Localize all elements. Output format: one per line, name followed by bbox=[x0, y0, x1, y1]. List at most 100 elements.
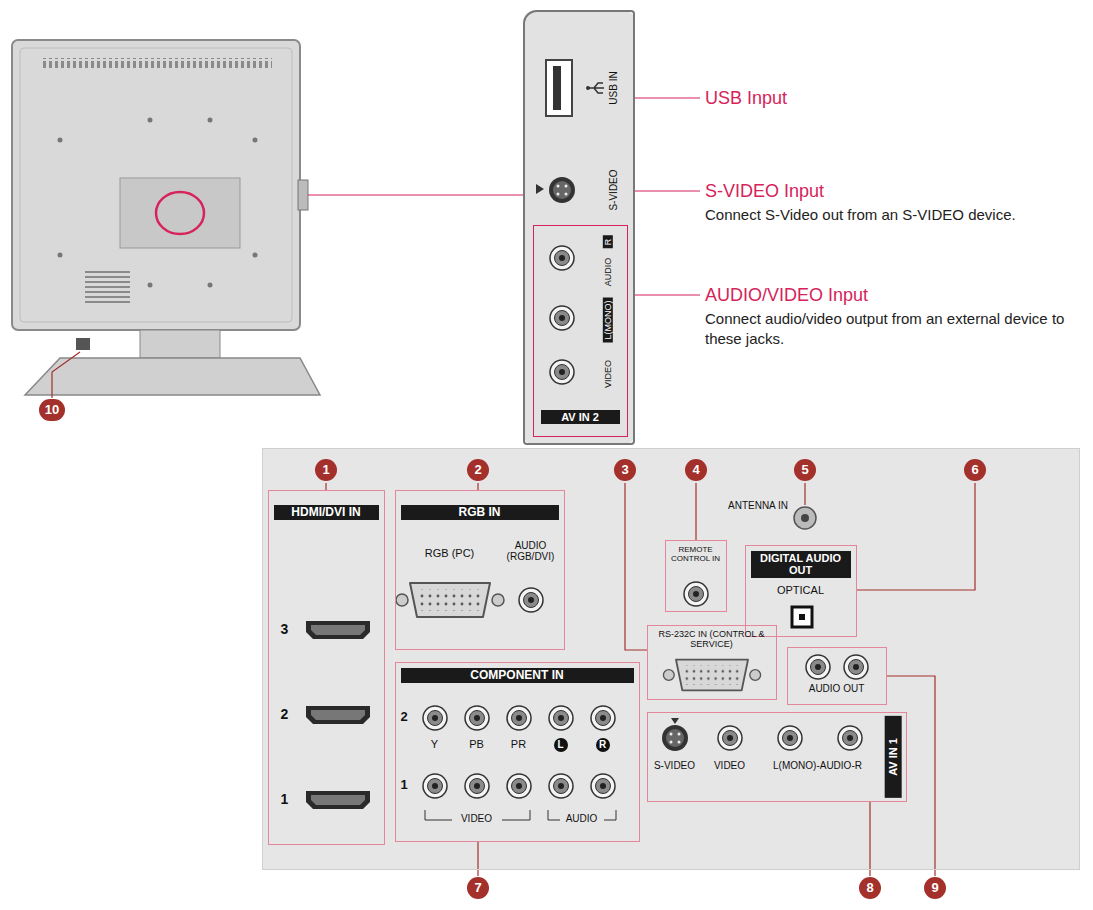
callout-leader bbox=[325, 483, 326, 490]
tv-back bbox=[140, 330, 220, 358]
leader-line bbox=[628, 294, 700, 295]
section-header: AV IN 2 bbox=[541, 410, 620, 425]
tv-back bbox=[76, 338, 90, 350]
tv-back bbox=[20, 48, 292, 322]
av-input-group: S-VIDEOVIDEOL(MONO)-AUDIO-RAV IN 1 bbox=[647, 712, 907, 802]
port-label: S-VIDEO bbox=[608, 169, 620, 210]
rear-panel bbox=[591, 774, 615, 798]
rear-panel bbox=[671, 718, 679, 724]
rear-panel bbox=[801, 514, 809, 522]
side-panel bbox=[549, 177, 575, 203]
side-panel: USB INS-VIDEORAUDIOL(MONO)VIDEOAV IN 2 bbox=[523, 10, 635, 445]
rear-panel bbox=[591, 706, 615, 730]
leader-line bbox=[308, 194, 523, 195]
rear-panel bbox=[806, 655, 830, 679]
port-label: RGB (PC) bbox=[405, 547, 495, 560]
section-header: RGB IN bbox=[401, 505, 559, 521]
jack-label: R bbox=[602, 235, 612, 248]
rs232-group: RS-232C IN (CONTROL & SERVICE) bbox=[647, 625, 777, 700]
row-number: 1 bbox=[401, 778, 415, 793]
callout-leader bbox=[477, 483, 478, 490]
digital-audio-group: DIGITAL AUDIO OUT OPTICAL bbox=[745, 545, 857, 637]
rear-panel bbox=[684, 582, 708, 606]
section-header: AV IN 1 bbox=[884, 716, 901, 798]
tv-back bbox=[148, 118, 153, 123]
audio-out-group: AUDIO OUT bbox=[787, 647, 887, 705]
rear-panel bbox=[678, 741, 681, 744]
callout-number: 7 bbox=[467, 877, 489, 899]
rear-panel bbox=[507, 706, 531, 730]
port-label: AUDIO OUT bbox=[790, 683, 884, 695]
callout-description: Connect S-Video out from an S-VIDEO devi… bbox=[705, 205, 1075, 225]
jack-label: L(MONO)-AUDIO-R bbox=[758, 760, 878, 772]
leader-line bbox=[635, 97, 700, 98]
section-header: HDMI/DVI IN bbox=[274, 505, 379, 521]
rear-panel bbox=[423, 706, 447, 730]
tv-back bbox=[253, 253, 258, 258]
jack-label: L bbox=[554, 738, 568, 752]
callout-description: Connect audio/video output from an exter… bbox=[705, 309, 1077, 348]
leader-line bbox=[308, 98, 700, 295]
port-label: OPTICAL bbox=[751, 584, 851, 597]
leader-line bbox=[635, 190, 700, 191]
callout-leader bbox=[695, 483, 696, 540]
tv-back bbox=[298, 180, 308, 210]
tv-back bbox=[208, 283, 213, 288]
tv-back bbox=[253, 138, 258, 143]
side-panel bbox=[550, 360, 574, 384]
port-label: USB IN bbox=[608, 71, 620, 104]
callout-number: 8 bbox=[859, 877, 881, 899]
rear-panel bbox=[549, 774, 573, 798]
rear-panel bbox=[678, 733, 681, 736]
tv-back bbox=[120, 178, 240, 248]
rgb-group: RGB INRGB (PC)AUDIO (RGB/DVI) bbox=[395, 490, 565, 650]
callout-leader bbox=[477, 842, 478, 876]
callout-leader bbox=[857, 483, 975, 590]
tv-back bbox=[58, 253, 63, 258]
callout-number: 4 bbox=[685, 459, 707, 481]
side-panel bbox=[553, 181, 571, 199]
tv-back bbox=[148, 283, 153, 288]
rear-panel bbox=[799, 614, 805, 620]
rear-panel bbox=[778, 726, 802, 750]
jack-label: PB bbox=[465, 738, 489, 751]
row-number: 2 bbox=[401, 710, 415, 725]
side-panel bbox=[557, 193, 560, 196]
callout-title: S-VIDEO Input bbox=[705, 180, 824, 203]
side-panel bbox=[565, 185, 568, 188]
port-label: REMOTE CONTROL IN bbox=[668, 545, 724, 563]
jack-label: VIDEO bbox=[602, 359, 612, 387]
section-header: DIGITAL AUDIO OUT bbox=[751, 551, 851, 578]
port-label: RS-232C IN (CONTROL & SERVICE) bbox=[651, 629, 773, 650]
rear-panel bbox=[507, 774, 531, 798]
side-panel bbox=[586, 86, 590, 90]
rear-panel: ANTENNA INHDMI/DVI IN321RGB INRGB (PC)AU… bbox=[262, 448, 1080, 870]
side-panel bbox=[523, 10, 635, 445]
jack-label: Y bbox=[423, 738, 447, 751]
jack-label: R bbox=[596, 738, 610, 752]
side-panel bbox=[553, 66, 561, 110]
rear-panel bbox=[844, 655, 868, 679]
callout-number: 3 bbox=[614, 459, 636, 481]
callout-number: 1 bbox=[315, 459, 337, 481]
rear-panel bbox=[306, 621, 370, 639]
component-group: COMPONENT IN21YPBPRLRVIDEOAUDIO bbox=[395, 662, 640, 842]
callout-number: 10 bbox=[39, 399, 65, 421]
side-panel bbox=[550, 306, 574, 330]
side-panel bbox=[550, 246, 574, 270]
rear-panel bbox=[306, 706, 370, 724]
tv-back bbox=[12, 40, 320, 395]
rear-panel bbox=[465, 774, 489, 798]
rear-panel bbox=[662, 725, 688, 751]
side-panel bbox=[565, 193, 568, 196]
group-label: AUDIO bbox=[562, 813, 602, 825]
callout-title: AUDIO/VIDEO Input bbox=[705, 284, 868, 307]
side-panel bbox=[546, 60, 572, 116]
rear-panel bbox=[262, 448, 1080, 870]
rear-panel bbox=[465, 706, 489, 730]
rear-panel bbox=[838, 726, 862, 750]
callout-leader bbox=[52, 352, 975, 876]
jack-label: VIDEO bbox=[708, 760, 752, 772]
rear-panel bbox=[666, 729, 684, 747]
rear-panel bbox=[396, 583, 504, 617]
